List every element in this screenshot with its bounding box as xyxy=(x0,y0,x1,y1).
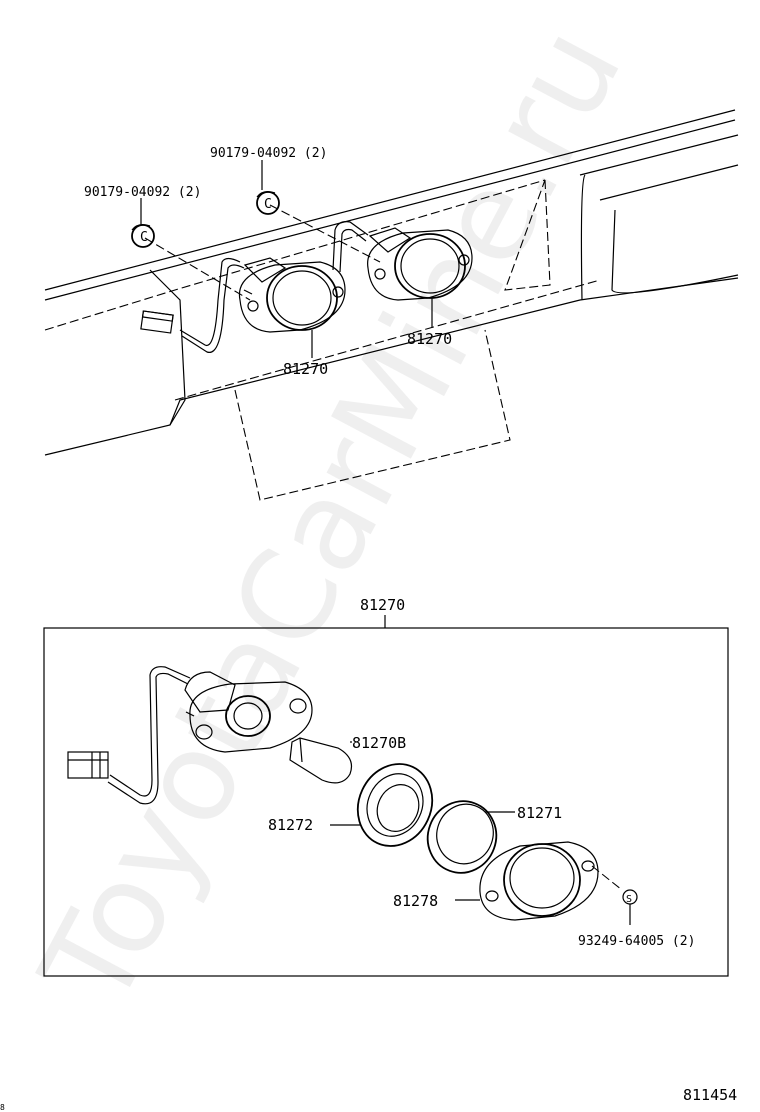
label-bulb: 81270B xyxy=(352,734,406,752)
gasket xyxy=(356,763,434,847)
bumper-assembly xyxy=(44,109,739,501)
svg-text:S: S xyxy=(626,894,632,905)
corner-mark: 8 xyxy=(0,1103,5,1112)
screw: S xyxy=(591,865,638,925)
bulb xyxy=(289,737,353,784)
license-lamp-right xyxy=(367,227,473,301)
wire-harness-detail xyxy=(67,666,191,805)
lens-cover xyxy=(479,841,599,921)
clip-left: C xyxy=(131,224,155,248)
detail-frame xyxy=(43,627,729,977)
detail-title: 81270 xyxy=(360,596,405,614)
label-lens-cover: 81278 xyxy=(393,892,438,910)
label-inner-lens: 81271 xyxy=(517,804,562,822)
label-gasket: 81272 xyxy=(268,816,313,834)
label-lamp-right: 81270 xyxy=(407,330,452,348)
inner-lens xyxy=(426,800,498,874)
watermark-text: ToyotaCarMine.ru xyxy=(14,5,650,1030)
clip-right: C xyxy=(256,191,280,215)
lamp-socket xyxy=(184,671,313,753)
figure-number: 811454 xyxy=(683,1086,737,1104)
license-lamp-left xyxy=(238,257,346,333)
label-clip-a: 90179-04092 (2) xyxy=(210,146,327,161)
svg-text:C: C xyxy=(264,197,272,212)
label-screw: 93249-64005 (2) xyxy=(578,934,695,949)
connector-detail xyxy=(67,751,109,779)
wire-harness-upper xyxy=(140,221,369,353)
svg-text:C: C xyxy=(140,230,148,245)
label-lamp-left: 81270 xyxy=(283,360,328,378)
label-clip-b: 90179-04092 (2) xyxy=(84,185,201,200)
